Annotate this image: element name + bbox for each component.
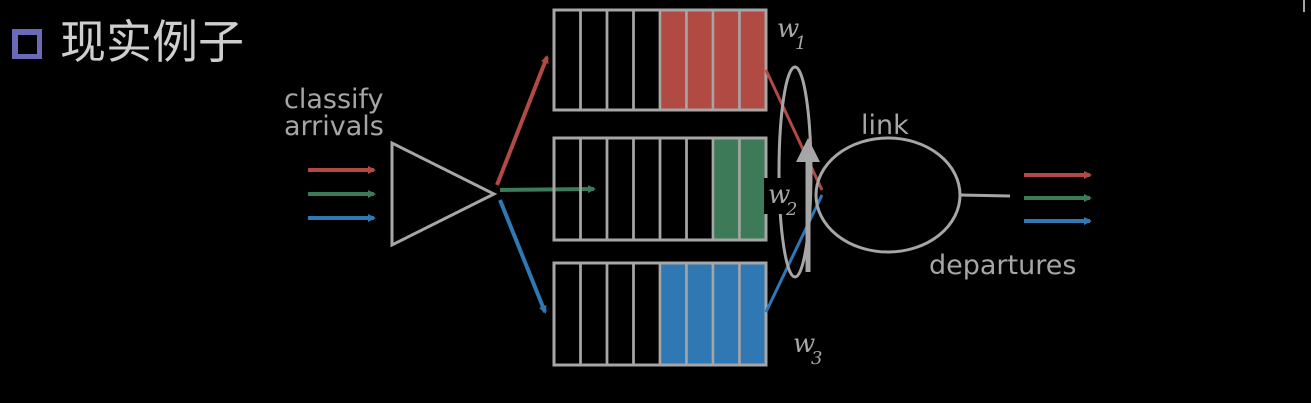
link-output-line bbox=[959, 193, 1011, 198]
queue-slot-empty bbox=[579, 8, 609, 112]
weight-label-w1: w 1 bbox=[777, 14, 806, 54]
queue-slot-empty bbox=[605, 136, 635, 242]
link-label: link bbox=[861, 110, 909, 141]
weight-label-w2: w 2 bbox=[768, 180, 797, 220]
w2-label-background bbox=[764, 178, 804, 214]
queue1-to-link-line bbox=[764, 69, 824, 191]
queue-slot-filled bbox=[685, 8, 715, 112]
queue-slot-filled bbox=[738, 261, 768, 367]
title-text: 现实例子 bbox=[60, 15, 244, 69]
route-arrow-red bbox=[495, 55, 549, 186]
queue-slot-empty bbox=[579, 261, 609, 367]
w1-base: w bbox=[777, 14, 799, 44]
classifier-output-arrows bbox=[495, 55, 596, 314]
w2-base: w bbox=[768, 180, 790, 210]
scheduler-rotation-loop bbox=[777, 65, 813, 279]
queue-slot-filled bbox=[711, 8, 741, 112]
queue-to-link-lines bbox=[764, 69, 824, 313]
queue-slot-empty bbox=[552, 8, 582, 112]
queue-slot-empty bbox=[685, 136, 715, 242]
queue-slot-filled bbox=[738, 136, 768, 242]
departure-arrows bbox=[1024, 171, 1092, 225]
square-bullet-inner bbox=[18, 35, 37, 54]
queue-slot-filled bbox=[711, 261, 741, 367]
arrivals-label: arrivals bbox=[284, 111, 384, 142]
w3-sub: 3 bbox=[811, 348, 822, 369]
weight-label-w3: w 3 bbox=[793, 329, 822, 369]
departures-label: departures bbox=[929, 250, 1076, 281]
queue-slot-empty bbox=[605, 8, 635, 112]
queue-slot-empty bbox=[605, 261, 635, 367]
queue-slot-empty bbox=[632, 136, 662, 242]
queue-border bbox=[552, 261, 768, 367]
w2-sub: 2 bbox=[785, 199, 797, 220]
queue-slot-filled bbox=[711, 136, 741, 242]
route-arrow-blue bbox=[498, 199, 547, 314]
queue-slot-empty bbox=[632, 8, 662, 112]
queue-slot-empty bbox=[658, 136, 688, 242]
classify-label: classify bbox=[284, 84, 384, 115]
queue-slot-filled bbox=[658, 261, 688, 367]
queue-3 bbox=[552, 261, 768, 367]
queue-slot-filled bbox=[685, 261, 715, 367]
queue3-to-link-line bbox=[764, 194, 824, 313]
queue-1 bbox=[552, 8, 768, 112]
queue-slot-filled bbox=[658, 8, 688, 112]
route-arrow-green bbox=[499, 185, 596, 194]
queue-slot-filled bbox=[738, 8, 768, 112]
w3-base: w bbox=[793, 329, 815, 359]
queue-border bbox=[552, 8, 768, 112]
incoming-arrows bbox=[308, 166, 376, 222]
queue-slot-empty bbox=[552, 261, 582, 367]
link-circle bbox=[814, 136, 962, 254]
w1-sub: 1 bbox=[795, 33, 806, 54]
slide-title: 现实例子 bbox=[12, 15, 244, 69]
queue-slot-empty bbox=[632, 261, 662, 367]
classifier-triangle bbox=[390, 140, 498, 248]
